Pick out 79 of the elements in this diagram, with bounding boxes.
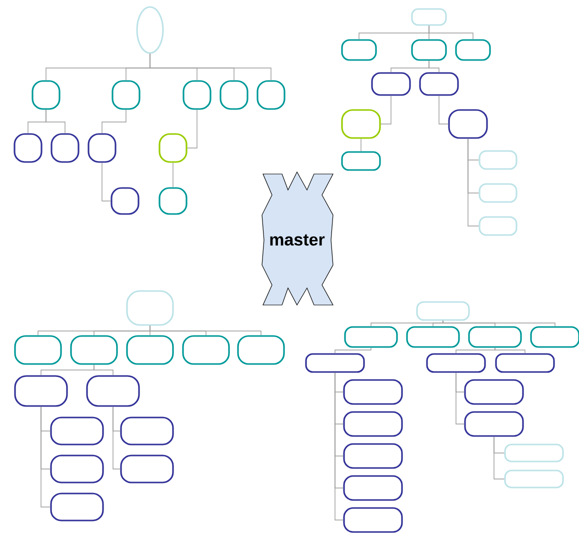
chart-box [14,335,62,365]
chart-box [464,411,524,437]
chart-box [344,326,398,348]
chart-box [343,507,403,533]
connector-line [112,406,121,470]
chart-box [158,187,188,215]
root-ellipse [136,6,164,54]
connector-line [46,109,66,134]
chart-box [343,475,403,501]
connector-line [380,95,392,124]
chart-box [110,187,140,215]
chart-box [341,151,381,171]
chart-box [182,335,230,365]
chart-box [32,80,60,110]
chart-box [237,335,285,365]
chart-box [468,326,522,348]
chart-box [504,470,564,488]
connector-line [94,364,114,376]
connector-line [40,406,51,508]
connector-line [432,320,444,327]
chart-box [464,379,524,405]
chart-box [530,326,579,348]
connector-line [172,162,174,188]
chart-box [343,411,403,437]
connector-line [334,372,344,520]
connector-line [442,320,556,327]
chart-box [455,39,491,61]
connector-line [360,138,362,152]
chart-box [419,72,459,96]
chart-box [305,353,365,373]
chart-box [448,109,488,139]
chart-box [50,492,104,522]
chart-box [343,379,403,405]
chart-box [14,375,68,407]
connector-line [150,325,262,336]
connector-line [456,372,465,424]
chart-box [406,326,460,348]
chart-box [112,80,140,110]
chart-box [70,335,118,365]
chart-box [120,454,174,484]
star-burst: master [262,171,334,306]
connector-line [456,347,496,354]
chart-box [478,150,518,170]
chart-box [416,301,470,321]
chart-box [120,416,174,446]
chart-box [343,443,403,469]
connector-line [494,347,526,354]
chart-box [88,133,116,163]
connector-line [334,347,372,354]
chart-box [478,216,518,236]
chart-box [86,375,140,407]
chart-box [411,8,447,26]
connector-line [494,436,505,480]
chart-box [220,80,248,110]
chart-box [478,183,518,203]
chart-box [426,353,486,373]
chart-box [50,416,104,446]
connector-line [102,162,112,202]
connector-line [102,109,126,134]
chart-box [50,133,80,163]
chart-box [256,80,286,110]
chart-box [371,72,411,96]
connector-line [468,138,480,226]
chart-box [126,290,174,326]
chart-box [14,133,42,163]
connector-line [438,95,449,124]
chart-box [504,444,564,462]
connector-line [428,25,474,40]
connector-line [150,53,272,81]
chart-box [126,335,174,365]
chart-box [495,353,555,373]
chart-box [411,39,447,61]
connector-line [428,60,440,73]
chart-box [182,80,212,110]
chart-box [341,39,377,61]
connector-line [186,109,198,148]
chart-box [50,454,104,484]
chart-box [158,133,188,163]
chart-box [341,109,381,139]
